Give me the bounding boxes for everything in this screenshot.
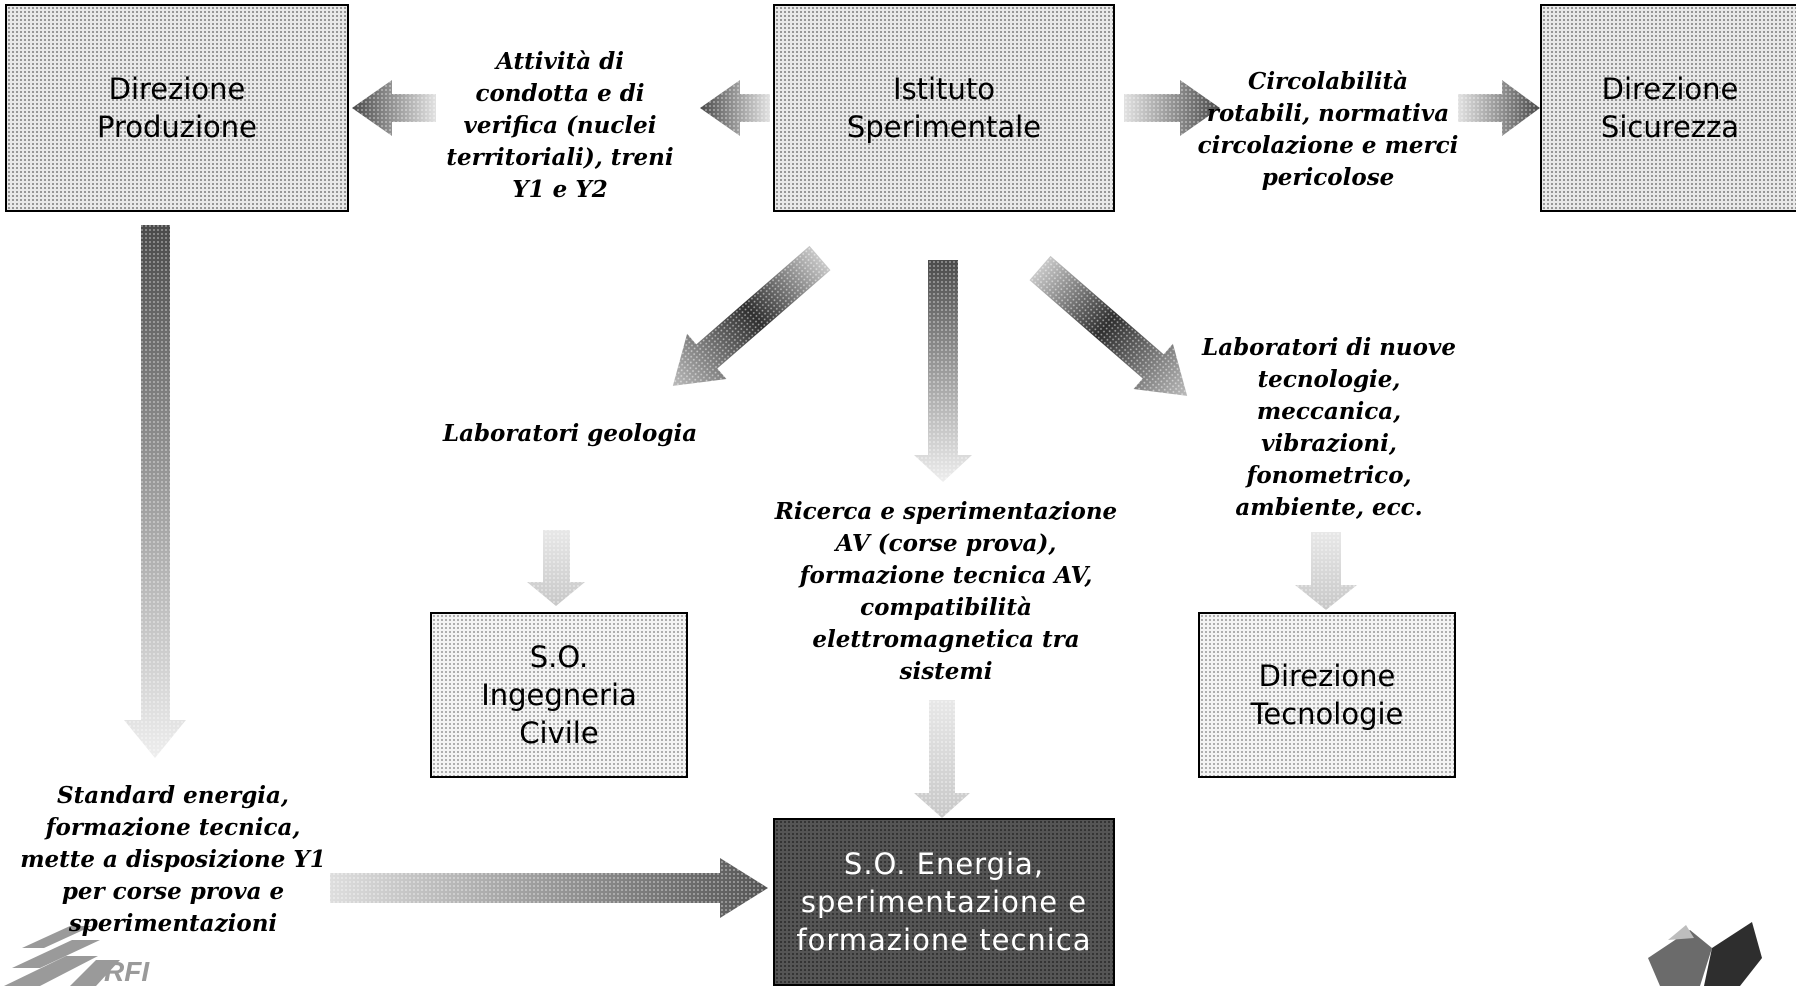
box-direzione-sicurezza: Direzione Sicurezza <box>1540 4 1796 212</box>
label-sicurezza-link: Circolabilità rotabili, normativa circol… <box>1197 68 1459 191</box>
rfi-logo-icon <box>4 926 120 986</box>
arrow-to-ricerca <box>914 260 972 482</box>
arrow-to-sicurezza <box>1124 80 1540 136</box>
arrow-standard-to-energia <box>330 858 768 918</box>
box-istituto-sperimentale: Istituto Sperimentale <box>773 4 1115 212</box>
label-produzione-link: Attività di condotta e di verifica (nucl… <box>446 48 674 203</box>
arrow-to-produzione <box>352 80 770 136</box>
arrow-produzione-down <box>124 225 186 758</box>
box-sicurezza-label: Direzione Sicurezza <box>1600 72 1740 144</box>
box-direzione-produzione: Direzione Produzione <box>5 4 349 212</box>
box-ingegneria-label: S.O. Ingegneria Civile <box>481 640 637 750</box>
box-direzione-tecnologie: Direzione Tecnologie <box>1198 612 1456 778</box>
box-istituto-label: Istituto Sperimentale <box>846 72 1042 144</box>
label-standard-energia: Standard energia, formazione tecnica, me… <box>20 782 326 937</box>
label-laboratori-nuove-tecnologie: Laboratori di nuove tecnologie, meccanic… <box>1202 334 1456 521</box>
box-energia-label: S.O. Energia, sperimentazione e formazio… <box>796 847 1092 957</box>
arrow-to-tecnologie <box>1295 532 1357 610</box>
box-tecnologie-label: Direzione Tecnologie <box>1250 659 1404 731</box>
box-ingegneria-civile: S.O. Ingegneria Civile <box>430 612 688 778</box>
box-energia-sperimentazione: S.O. Energia, sperimentazione e formazio… <box>773 818 1115 986</box>
arrow-ricerca-to-energia <box>914 700 970 818</box>
label-ricerca-sperimentazione: Ricerca e sperimentazione AV (corse prov… <box>774 498 1118 685</box>
box-produzione-label: Direzione Produzione <box>96 72 258 144</box>
rfi-logo-text: RFI <box>104 956 150 987</box>
arrow-to-ingegneria <box>527 530 585 606</box>
decorative-corner-icon <box>1648 922 1762 986</box>
arrow-to-geologia <box>672 245 831 386</box>
label-laboratori-geologia: Laboratori geologia <box>442 420 698 447</box>
arrow-to-laboratori-nuove <box>1029 255 1188 396</box>
